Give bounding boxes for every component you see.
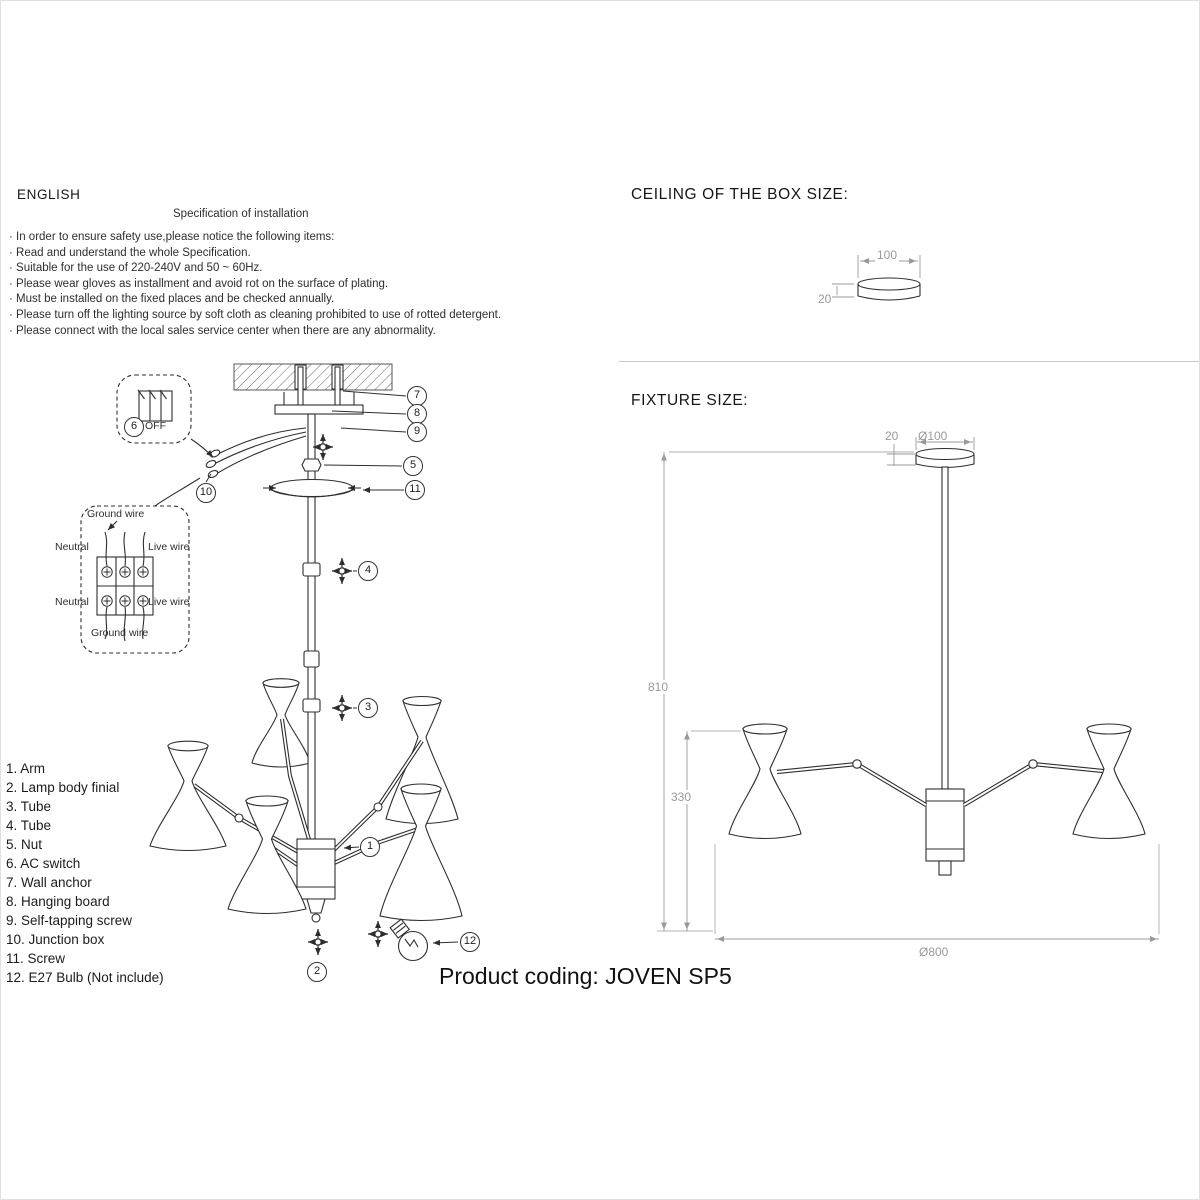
dim-fixture-body-height: 330	[669, 790, 694, 804]
spec-title: Specification of installation	[173, 208, 309, 220]
nut-drawing	[301, 458, 322, 472]
parts-list: 1. Arm 2. Lamp body finial 3. Tube 4. Tu…	[6, 759, 164, 987]
parts-list-item: 5. Nut	[6, 837, 43, 852]
fixture-heading: FIXTURE SIZE:	[631, 392, 749, 409]
callout-6: 6	[124, 417, 144, 437]
lamp-shades-front	[149, 740, 463, 922]
callout-5: 5	[403, 456, 423, 476]
arms-drawing	[192, 718, 424, 870]
parts-list-item: 4. Tube	[6, 818, 52, 833]
note-line: · Suitable for the use of 220-240V and 5…	[9, 262, 263, 275]
dim-fixture-diameter: Ø800	[919, 945, 949, 959]
wire-label-neutral-bottom: Neutral	[55, 596, 89, 608]
callout-12: 12	[460, 932, 480, 952]
fixture-drawing	[728, 447, 1146, 876]
product-coding: Product coding: JOVEN SP5	[439, 963, 732, 989]
parts-list-item: 10. Junction box	[6, 932, 105, 947]
wire-label-ground-bottom: Ground wire	[91, 627, 149, 639]
parts-list-item: 6. AC switch	[6, 856, 81, 871]
mounting-hardware-drawing	[274, 364, 364, 415]
switch-state-label: OFF	[145, 420, 166, 432]
parts-list-item: 12. E27 Bulb (Not include)	[6, 970, 164, 985]
dim-ceiling-box-diameter: 100	[875, 248, 900, 262]
parts-list-item: 2. Lamp body finial	[6, 780, 120, 795]
ceiling-box-heading: CEILING OF THE BOX SIZE:	[631, 186, 849, 203]
callout-9: 9	[407, 422, 427, 442]
canopy-drawing	[270, 478, 354, 498]
callout-4: 4	[358, 561, 378, 581]
parts-list-item: 7. Wall anchor	[6, 875, 92, 890]
ceiling-slab-drawing	[233, 363, 393, 391]
wire-label-live-bottom: Live wire	[148, 596, 190, 608]
callout-7: 7	[407, 386, 427, 406]
language-heading: ENGLISH	[17, 187, 81, 202]
section-divider	[619, 361, 1199, 362]
finial-drawing	[311, 913, 321, 923]
note-line: · Please turn off the lighting source by…	[9, 308, 502, 321]
suspension-rod-drawing	[301, 413, 322, 840]
wire-label-neutral-top: Neutral	[55, 541, 89, 553]
callout-3: 3	[358, 698, 378, 718]
parts-list-item: 3. Tube	[6, 799, 52, 814]
parts-list-item: 9. Self-tapping screw	[6, 913, 133, 928]
note-line: · Please wear gloves as installment and …	[9, 277, 389, 290]
dim-fixture-canopy-diameter: Ø100	[918, 429, 948, 443]
junction-box-detail-drawing	[80, 505, 190, 654]
parts-list-item: 1. Arm	[6, 761, 46, 776]
dim-ceiling-box-height: 20	[818, 292, 832, 306]
note-line: · Please connect with the local sales se…	[9, 324, 436, 337]
lamp-body-drawing	[296, 838, 336, 923]
wire-label-ground-top: Ground wire	[87, 508, 145, 520]
callout-10: 10	[196, 483, 216, 503]
note-line: · In order to ensure safety use,please n…	[9, 231, 335, 243]
callout-2: 2	[307, 962, 327, 982]
callout-8: 8	[407, 404, 427, 424]
ac-switch-detail-drawing	[116, 374, 214, 458]
callout-1: 1	[360, 837, 380, 857]
dim-fixture-canopy-height: 20	[885, 429, 899, 443]
note-line: · Must be installed on the fixed places …	[9, 293, 335, 306]
dim-fixture-total-height: 810	[646, 680, 671, 694]
wire-label-live-top: Live wire	[148, 541, 190, 553]
installation-notes: · In order to ensure safety use,please n…	[9, 230, 501, 339]
note-line: · Read and understand the whole Specific…	[9, 246, 251, 259]
ceiling-box-drawing	[857, 277, 921, 301]
fixture-dimension-lines	[657, 437, 1160, 942]
leader-lines	[205, 390, 459, 946]
parts-list-item: 8. Hanging board	[6, 894, 110, 909]
callout-11: 11	[405, 480, 425, 500]
bulb-drawing	[389, 918, 429, 962]
parts-list-item: 11. Screw	[6, 951, 66, 966]
